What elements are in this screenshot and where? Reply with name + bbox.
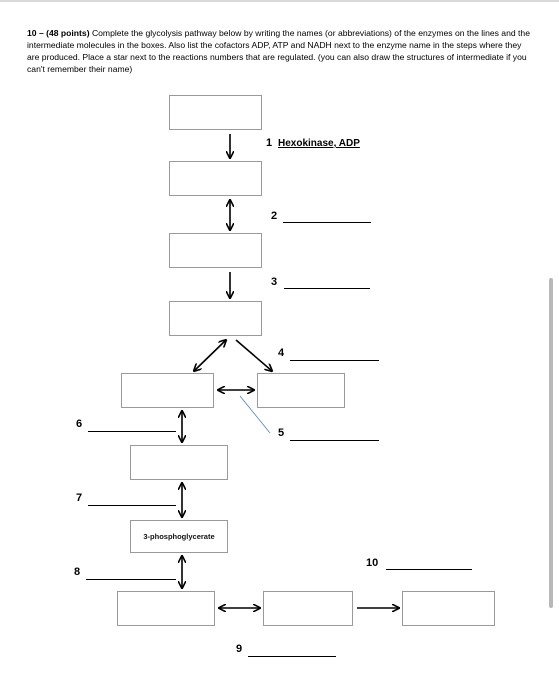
step-5-number: 5 <box>278 427 285 439</box>
step-9-number: 9 <box>236 643 243 655</box>
question-text: 10 – (48 points) Complete the glycolysis… <box>27 27 532 75</box>
step-9-blank[interactable] <box>248 656 336 657</box>
step-2-number: 2 <box>271 210 278 222</box>
step-4-arrow-left <box>194 340 226 371</box>
step-8-number: 8 <box>74 566 81 578</box>
step-2-blank[interactable] <box>283 222 371 223</box>
step-3-number: 3 <box>271 276 278 288</box>
intermediate-box-2[interactable] <box>169 161 262 196</box>
step-4-arrow-right <box>235 339 272 371</box>
intermediate-box-7[interactable] <box>130 445 228 480</box>
step-10-blank[interactable] <box>386 569 472 570</box>
question-instructions: Complete the glycolysis pathway below by… <box>27 28 530 74</box>
intermediate-box-11[interactable] <box>402 591 495 626</box>
step-6-blank[interactable] <box>88 431 176 432</box>
step-5-blank[interactable] <box>290 440 379 441</box>
step-7-blank[interactable] <box>88 505 176 506</box>
question-number-points: 10 – (48 points) <box>27 28 90 38</box>
step-5-pointer-line <box>239 395 271 434</box>
step-1-enzyme: Hexokinase, ADP <box>278 138 360 149</box>
intermediate-box-1[interactable] <box>169 95 262 130</box>
scrollbar-thumb[interactable] <box>549 278 553 608</box>
step-10-number: 10 <box>366 557 379 569</box>
intermediate-box-8: 3-phosphoglycerate <box>130 520 228 553</box>
intermediate-box-10[interactable] <box>263 591 353 626</box>
intermediate-box-5[interactable] <box>121 373 214 408</box>
intermediate-box-3[interactable] <box>169 233 262 268</box>
intermediate-box-4[interactable] <box>169 301 262 336</box>
page-top-border <box>0 0 559 2</box>
step-4-number: 4 <box>278 347 285 359</box>
step-3-blank[interactable] <box>284 288 370 289</box>
step-8-blank[interactable] <box>86 579 176 580</box>
intermediate-box-9[interactable] <box>117 591 215 626</box>
intermediate-box-6[interactable] <box>257 373 345 408</box>
step-4-blank[interactable] <box>290 360 379 361</box>
intermediate-label-3-phosphoglycerate: 3-phosphoglycerate <box>143 532 215 541</box>
step-6-number: 6 <box>76 418 83 430</box>
step-1-number: 1 <box>266 137 273 149</box>
step-7-number: 7 <box>76 492 83 504</box>
